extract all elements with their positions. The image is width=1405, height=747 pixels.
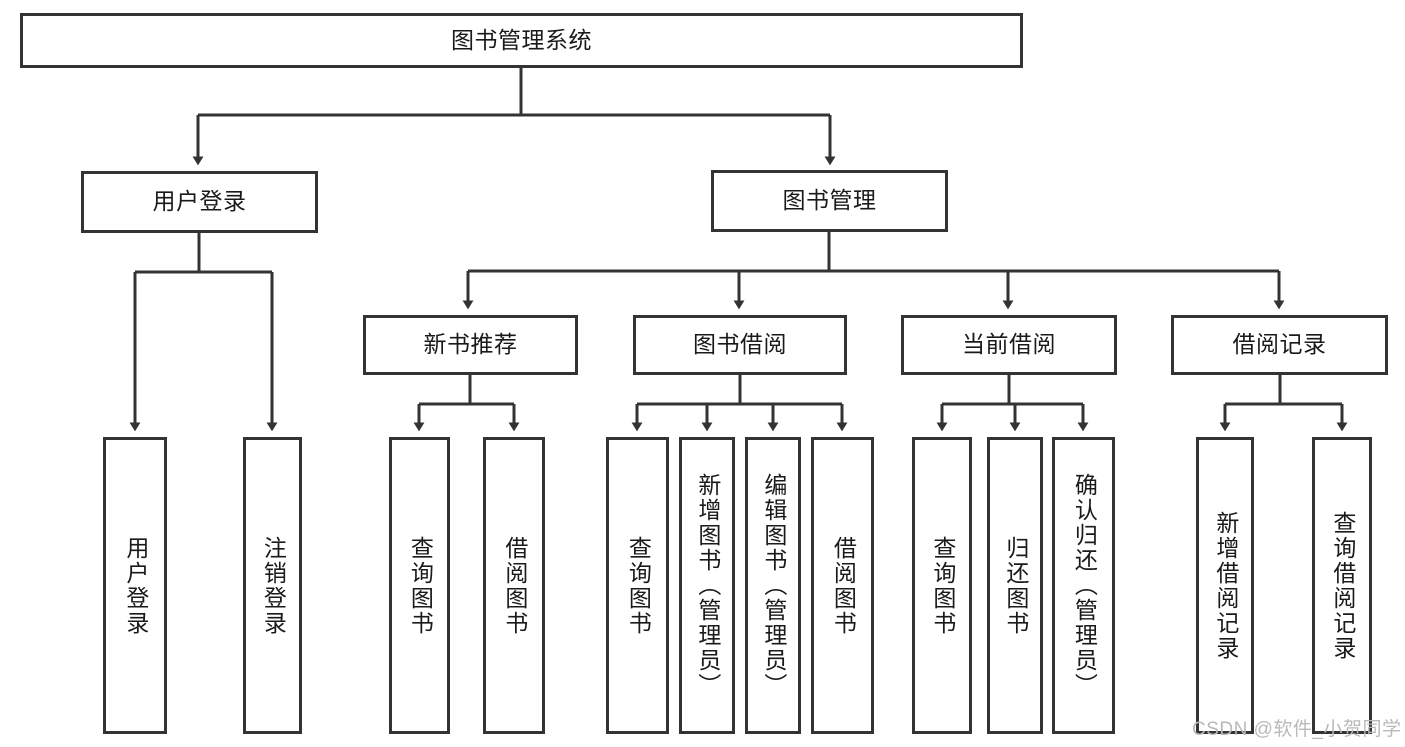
- csdn-watermark: CSDN @软件_小贺同学: [1192, 719, 1402, 740]
- node-leaf-edit-book-label: 编辑图书（管理员）: [760, 473, 787, 698]
- node-leaf-query-borrow-record[interactable]: 查询借阅记录: [1312, 437, 1372, 734]
- node-leaf-borrow-book-rec-label: 借阅图书: [501, 535, 528, 636]
- node-leaf-user-login-label: 用户登录: [122, 535, 149, 636]
- node-book-borrow[interactable]: 图书借阅: [633, 315, 847, 375]
- node-leaf-query-borrow-record-label: 查询借阅记录: [1329, 510, 1356, 661]
- node-new-book-recommend[interactable]: 新书推荐: [363, 315, 578, 375]
- node-leaf-return-book[interactable]: 归还图书: [987, 437, 1043, 734]
- node-leaf-borrow-book-label: 借阅图书: [830, 535, 857, 636]
- node-leaf-borrow-book-rec[interactable]: 借阅图书: [483, 437, 545, 734]
- node-current-borrow[interactable]: 当前借阅: [901, 315, 1117, 375]
- node-leaf-query-book-current[interactable]: 查询图书: [912, 437, 972, 734]
- node-leaf-query-book-current-label: 查询图书: [929, 535, 956, 636]
- node-root[interactable]: 图书管理系统: [20, 13, 1023, 68]
- node-leaf-add-borrow-record-label: 新增借阅记录: [1212, 510, 1239, 661]
- node-leaf-add-book-label: 新增图书（管理员）: [694, 473, 721, 698]
- node-leaf-user-logout-label: 注销登录: [260, 535, 287, 636]
- node-borrow-record[interactable]: 借阅记录: [1171, 315, 1388, 375]
- node-user-login[interactable]: 用户登录: [81, 171, 318, 233]
- node-leaf-edit-book[interactable]: 编辑图书（管理员）: [745, 437, 801, 734]
- node-leaf-query-book-borrow-label: 查询图书: [625, 535, 652, 636]
- node-leaf-user-logout[interactable]: 注销登录: [243, 437, 302, 734]
- node-user-login-label: 用户登录: [152, 188, 247, 215]
- node-leaf-borrow-book[interactable]: 借阅图书: [811, 437, 874, 734]
- node-book-borrow-label: 图书借阅: [693, 331, 787, 358]
- node-leaf-add-book[interactable]: 新增图书（管理员）: [679, 437, 735, 734]
- node-root-label: 图书管理系统: [451, 26, 592, 53]
- node-leaf-confirm-return[interactable]: 确认归还（管理员）: [1052, 437, 1115, 734]
- node-leaf-return-book-label: 归还图书: [1002, 535, 1029, 636]
- node-leaf-user-login[interactable]: 用户登录: [103, 437, 167, 734]
- node-borrow-record-label: 借阅记录: [1232, 331, 1327, 358]
- node-book-manage-label: 图书管理: [782, 187, 877, 214]
- node-book-manage[interactable]: 图书管理: [711, 170, 948, 232]
- node-current-borrow-label: 当前借阅: [962, 331, 1056, 358]
- node-new-book-recommend-label: 新书推荐: [423, 331, 518, 358]
- node-leaf-confirm-return-label: 确认归还（管理员）: [1071, 473, 1098, 698]
- node-leaf-query-book-rec-label: 查询图书: [407, 535, 434, 636]
- node-leaf-query-book-rec[interactable]: 查询图书: [389, 437, 450, 734]
- node-leaf-add-borrow-record[interactable]: 新增借阅记录: [1196, 437, 1254, 734]
- node-leaf-query-book-borrow[interactable]: 查询图书: [606, 437, 669, 734]
